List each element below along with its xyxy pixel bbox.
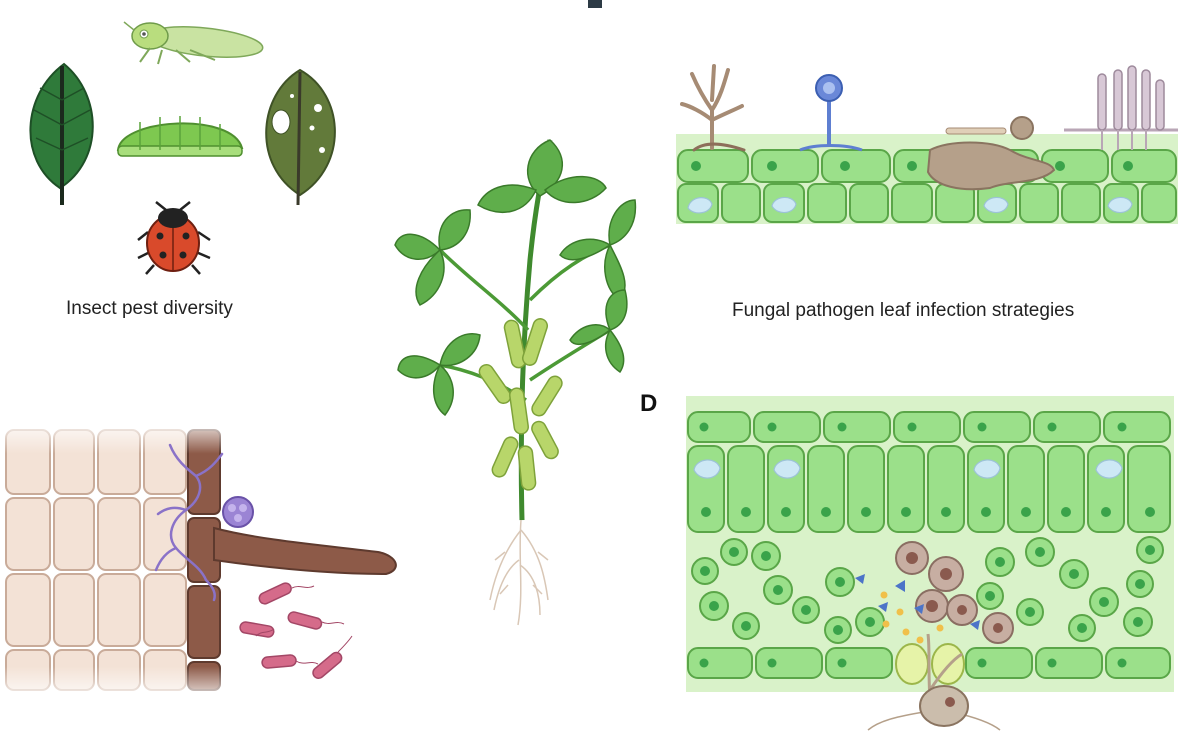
germinating-spore-icon bbox=[867, 633, 1001, 731]
effector-molecules bbox=[855, 574, 980, 644]
blue-conidiophore-icon bbox=[799, 74, 863, 152]
fungal-pathogen-caption: Fungal pathogen leaf infection strategie… bbox=[732, 300, 1075, 321]
ladybug-icon bbox=[137, 201, 211, 275]
appressorium-fungus-icon bbox=[926, 116, 1056, 191]
immune-cells-cluster bbox=[895, 541, 1014, 644]
mycorrhizal-hyphae bbox=[154, 443, 224, 602]
bacteria-group bbox=[239, 582, 353, 680]
soybean-roots bbox=[489, 519, 549, 626]
caterpillar-icon bbox=[116, 116, 244, 157]
damaged-leaf-icon bbox=[265, 68, 336, 206]
soybean-plant-icon bbox=[394, 139, 637, 626]
spore-cluster-icon bbox=[222, 496, 254, 528]
branched-fungus-icon bbox=[680, 64, 746, 152]
panel-label-d: D bbox=[640, 390, 658, 417]
lilac-sporangiophores-icon bbox=[1064, 65, 1178, 150]
healthy-leaf-icon bbox=[29, 62, 94, 205]
leafhopper-icon bbox=[123, 21, 264, 65]
insect-pest-caption: Insect pest diversity bbox=[66, 298, 233, 319]
root-cell-layer bbox=[0, 420, 397, 700]
leaf-epidermis-cells bbox=[676, 134, 1178, 224]
cropped-mark bbox=[588, 0, 602, 8]
